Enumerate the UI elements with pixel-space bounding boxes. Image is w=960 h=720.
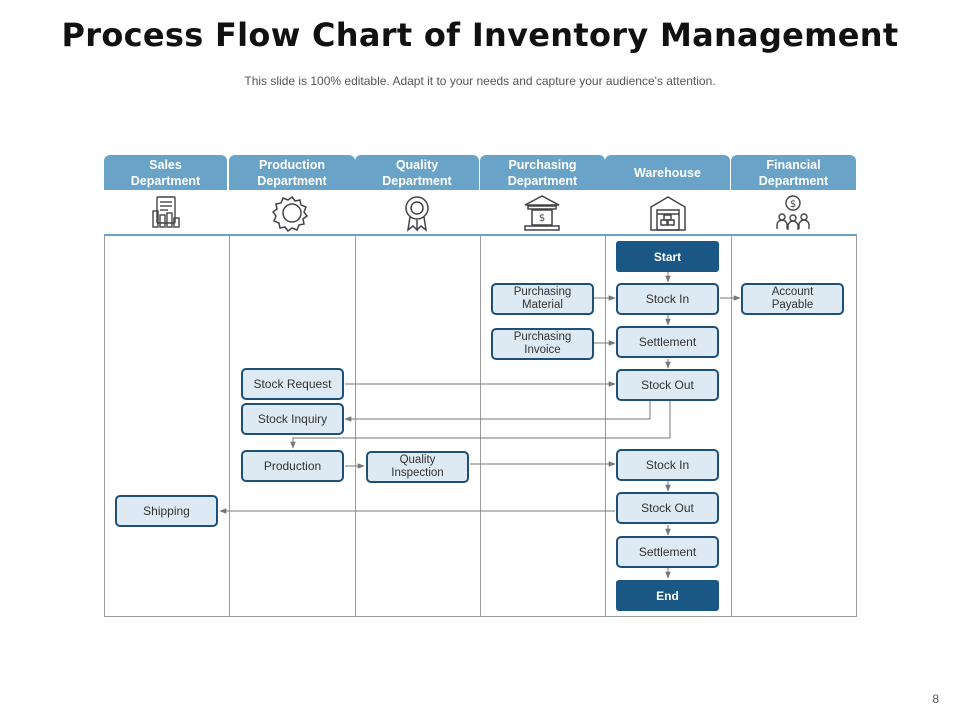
shipping-node: Shipping (115, 495, 218, 527)
stock-in-node: Stock In (616, 283, 719, 315)
end-node: End (616, 580, 719, 611)
sales-report-icon (146, 193, 186, 233)
stock-request-node: Stock Request (241, 368, 344, 400)
svg-text:$: $ (790, 199, 796, 210)
settlement-node: Settlement (616, 326, 719, 358)
bank-icon: $ (522, 193, 562, 233)
quality-badge-icon (397, 193, 437, 233)
settlement-node: Settlement (616, 536, 719, 568)
stock-out-node: Stock Out (616, 492, 719, 524)
warehouse-icon (648, 193, 688, 233)
stock-out-node: Stock Out (616, 369, 719, 401)
stock-in-node: Stock In (616, 449, 719, 481)
lane-header-warehouse: Warehouse (605, 155, 730, 190)
finance-team-icon: $ (773, 193, 813, 233)
start-node: Start (616, 241, 719, 272)
page-number: 8 (932, 692, 939, 706)
stock-inquiry-node: Stock Inquiry (241, 403, 344, 435)
page-subtitle: This slide is 100% editable. Adapt it to… (244, 74, 716, 88)
connector-stockout-inquiry (344, 401, 651, 422)
connectors (219, 272, 741, 579)
gear-icon (271, 193, 312, 233)
connector-stockout-production (290, 401, 671, 449)
svg-text:$: $ (539, 213, 545, 224)
production-node: Production (241, 450, 344, 482)
page-title: Process Flow Chart of Inventory Manageme… (61, 16, 899, 54)
